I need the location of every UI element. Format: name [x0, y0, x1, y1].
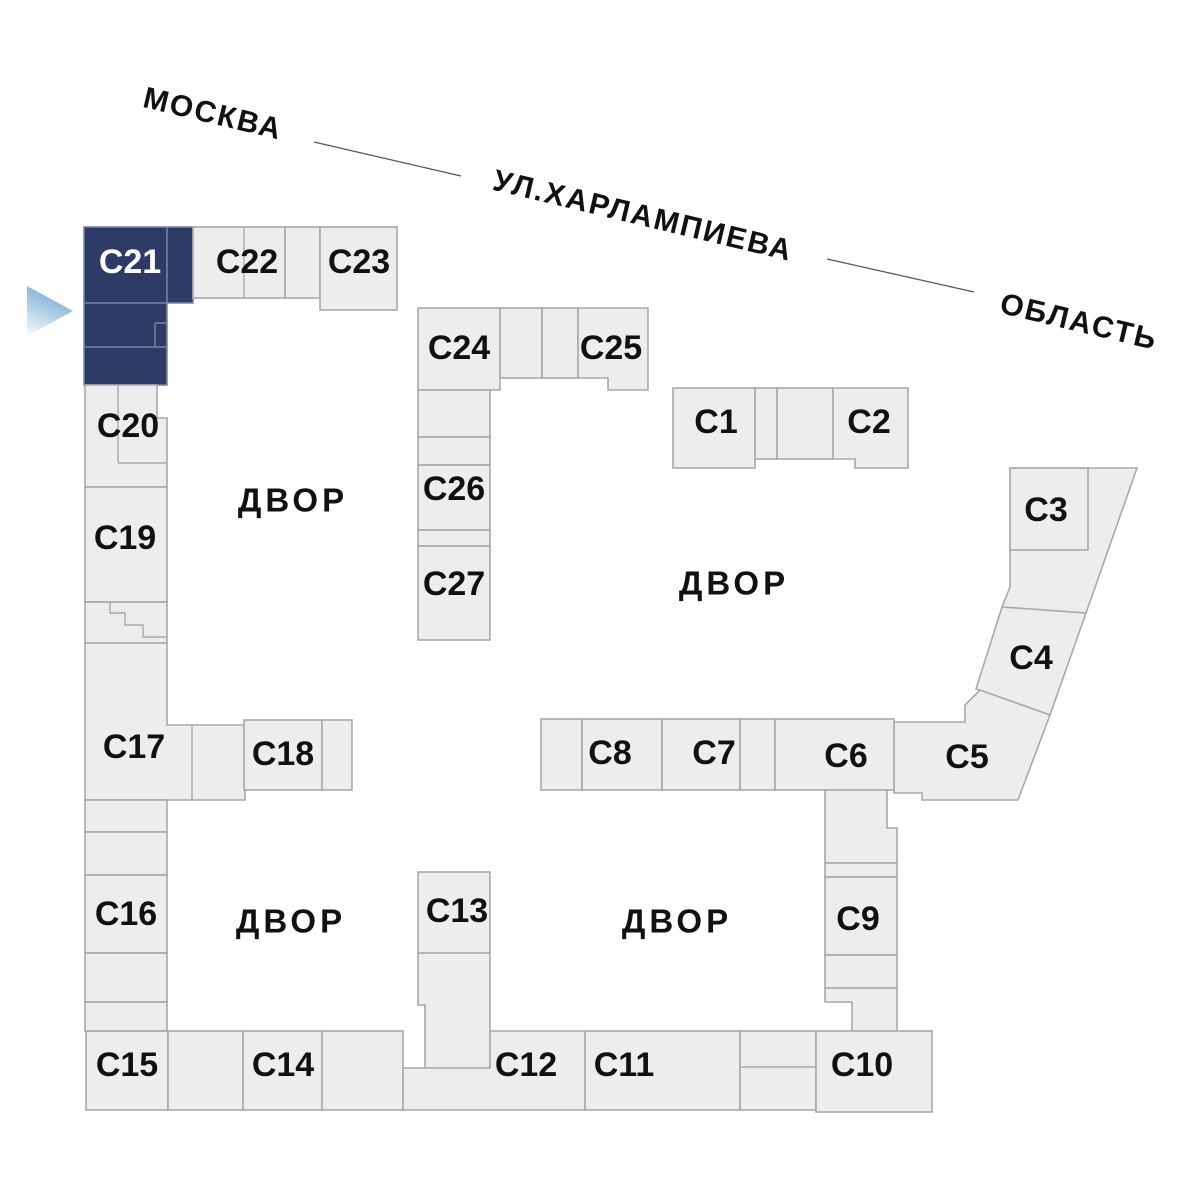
- building-c5[interactable]: С5: [893, 689, 1052, 801]
- building-c3-label: С3: [1024, 491, 1067, 529]
- building-section: [417, 529, 491, 547]
- courtyard-label-bottom-right: ДВОР: [622, 903, 732, 940]
- building-section: [540, 718, 583, 791]
- building-section: [739, 718, 776, 791]
- building-c1[interactable]: С1: [672, 387, 756, 469]
- building-c2-label: С2: [847, 403, 890, 441]
- building-c7[interactable]: С7: [661, 718, 741, 791]
- building-c21[interactable]: С21: [83, 226, 194, 386]
- building-c25[interactable]: С25: [577, 307, 649, 391]
- building-section-stairs: [84, 601, 168, 644]
- building-c21-label: С21: [99, 243, 161, 281]
- building-section: [321, 719, 353, 791]
- building-c14-label: С14: [252, 1046, 314, 1084]
- building-c18-label: С18: [252, 735, 314, 773]
- courtyard-label-top-right: ДВОР: [679, 565, 789, 602]
- building-c9-label: С9: [836, 900, 879, 938]
- building-c8-label: С8: [588, 734, 631, 772]
- building-section: [84, 1001, 168, 1032]
- building-c22-label: С22: [216, 243, 278, 281]
- building-c26-label: С26: [423, 470, 485, 508]
- region-label: ОБЛАСТЬ: [997, 287, 1161, 357]
- building-section: [417, 389, 491, 438]
- courtyard-label-top-left: ДВОР: [238, 482, 348, 519]
- building-c17[interactable]: С17: [84, 642, 246, 801]
- building-c27-label: С27: [423, 565, 485, 603]
- building-c23-label: С23: [328, 243, 390, 281]
- street-line-right: [826, 258, 975, 293]
- selected-building-arrow-icon: [27, 286, 73, 336]
- building-c21-sections: [84, 227, 168, 348]
- street-annotation: МОСКВА УЛ.ХАРЛАМПИЕВА ОБЛАСТЬ: [140, 81, 1161, 356]
- building-section: [84, 831, 168, 876]
- building-section: [754, 387, 778, 460]
- building-c12-label: С12: [495, 1046, 557, 1084]
- building-c13[interactable]: С13: [417, 871, 491, 954]
- building-c16-label: С16: [95, 895, 157, 933]
- street-name-label: УЛ.ХАРЛАМПИЕВА: [490, 164, 797, 268]
- building-section: [541, 307, 579, 379]
- building-section: [284, 226, 321, 299]
- building-c20[interactable]: С20: [84, 384, 168, 488]
- building-c19-label: С19: [94, 519, 156, 557]
- building-section: [824, 789, 898, 864]
- building-c1-label: С1: [694, 403, 737, 441]
- building-section: [84, 799, 168, 833]
- building-c27[interactable]: С27: [417, 545, 491, 641]
- building-c10-label: С10: [831, 1046, 893, 1084]
- building-c15[interactable]: С15: [85, 1030, 169, 1111]
- building-c3[interactable]: С3: [1009, 467, 1089, 551]
- building-section: [321, 1030, 404, 1111]
- building-section: [824, 987, 898, 1033]
- building-c19[interactable]: С19: [84, 486, 168, 603]
- street-line-left: [313, 141, 462, 177]
- city-label: МОСКВА: [140, 81, 286, 146]
- building-section: [417, 436, 491, 466]
- building-c17-label: С17: [103, 728, 165, 766]
- building-c13-label: С13: [426, 892, 488, 930]
- building-c6-label: С6: [824, 737, 867, 775]
- building-c26[interactable]: С26: [417, 464, 491, 531]
- building-c10[interactable]: С10: [815, 1030, 933, 1113]
- building-c6[interactable]: С6: [774, 718, 895, 791]
- building-c23[interactable]: С23: [319, 226, 398, 311]
- building-c14[interactable]: С14: [242, 1030, 323, 1111]
- building-c24[interactable]: С24: [417, 307, 501, 391]
- building-c11[interactable]: С11: [584, 1030, 741, 1111]
- building-section: [167, 1030, 244, 1111]
- building-c8[interactable]: С8: [581, 718, 663, 791]
- building-section: [824, 954, 898, 989]
- building-c16[interactable]: С16: [84, 874, 168, 954]
- building-c7-label: С7: [692, 734, 735, 772]
- building-section: [776, 387, 834, 460]
- building-c5-label: С5: [945, 738, 988, 776]
- building-c4[interactable]: С4: [975, 606, 1088, 717]
- building-c22[interactable]: С22: [192, 226, 286, 299]
- building-c24-label: С24: [428, 329, 490, 367]
- building-c18[interactable]: С18: [243, 719, 323, 791]
- building-section: [417, 952, 491, 1069]
- building-section: [824, 862, 898, 878]
- building-c12[interactable]: С12: [402, 1030, 586, 1111]
- building-c15-label: С15: [96, 1046, 158, 1084]
- building-c25-label: С25: [580, 329, 642, 367]
- building-c4-label: С4: [1009, 639, 1053, 677]
- building-c20-label: С20: [97, 407, 159, 445]
- building-c11-label: С11: [594, 1046, 655, 1084]
- building-section: [84, 952, 168, 1003]
- building-section: [499, 307, 543, 379]
- building-section-split: [739, 1030, 817, 1111]
- courtyard-label-bottom-left: ДВОР: [236, 903, 346, 940]
- building-c2[interactable]: С2: [832, 387, 909, 469]
- building-c9[interactable]: С9: [824, 876, 898, 956]
